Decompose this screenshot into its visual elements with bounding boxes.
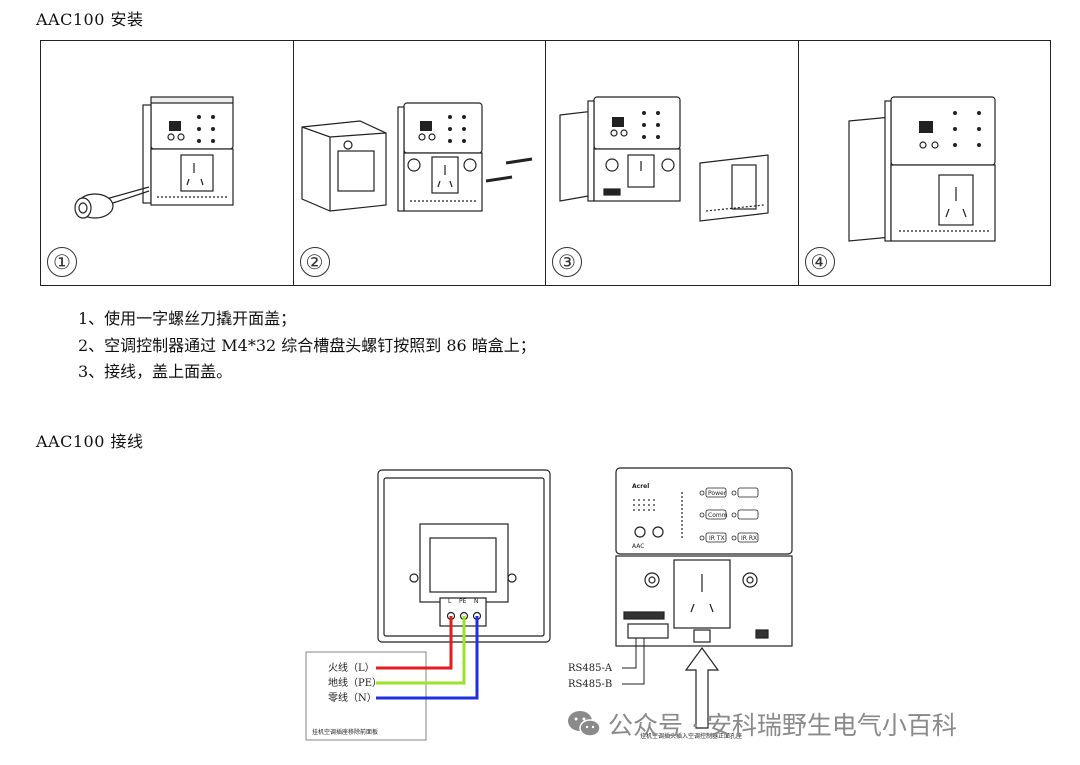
socket-caption: 挂机空调插座移除前面板 [312,728,378,736]
finished-install-illustration [847,96,996,242]
plug-caption: 挂机空调插头插入空调控制器正面孔座 [640,732,742,740]
wire-earth [376,616,466,685]
install-panel-2: ② [294,41,546,285]
controller-front-view [615,467,793,647]
terminal-label-pe: PE [459,598,467,605]
wechat-icon [568,711,601,737]
label-neutral: 零线（N） [328,691,377,704]
led-indicators [699,487,759,543]
model-label: AAC [632,543,644,550]
plug-in-arrow [684,646,720,729]
wire-neutral [376,616,479,700]
led-comm: Comm [708,512,728,519]
wiring-heading: AAC100 接线 [36,432,144,451]
mount-box-illustration [300,102,532,212]
install-step-1: 1、使用一字螺丝刀撬开面盖； [78,309,297,328]
terminal-label-l: L [448,598,452,605]
led-ir-tx: IR TX [709,535,725,542]
pry-cover-illustration [74,96,234,219]
install-panel-1: ① [41,41,294,285]
wire-live [376,616,453,670]
terminal-label-n: N [474,598,479,605]
install-step-2: 2、空调控制器通过 M4*32 综合槽盘头螺钉按照到 86 暗盒上； [78,335,536,355]
led-power: Power [708,490,727,497]
watermark-text: 公众号 · 安科瑞野生电气小百科 [608,711,957,740]
install-heading: AAC100 安装 [36,10,144,29]
brand-logo: Acrel [632,483,649,490]
label-earth: 地线（PE） [328,676,382,689]
install-panel-4: ④ [799,41,1051,285]
install-panel-3: ③ [546,41,799,285]
watermark: 公众号 · 安科瑞野生电气小百科 [566,706,957,742]
label-live: 火线（L） [328,661,375,674]
step-number-4: ④ [804,247,835,277]
install-panels: ① ② [40,40,1051,286]
step-number-3: ③ [552,247,582,277]
led-ir-rx: IR RX [741,535,757,542]
rs485-a-label: RS485-A [568,663,613,674]
install-step-3: 3、接线，盖上面盖。 [78,362,233,381]
step-number-2: ② [299,247,330,277]
wiring-cover-illustration [559,96,769,222]
speaker-grille [633,499,655,511]
wiring-diagram: L PE N 火线（L） 地线（PE） 零线（N） 挂机空调插座移除前面板 Ac… [305,467,793,741]
step-number-1: ① [47,247,77,277]
rs485-b-label: RS485-B [568,679,612,690]
install-steps-list: 1、使用一字螺丝刀撬开面盖； 2、空调控制器通过 M4*32 综合槽盘头螺钉按照… [78,306,536,386]
wire-legend-box [305,651,427,741]
